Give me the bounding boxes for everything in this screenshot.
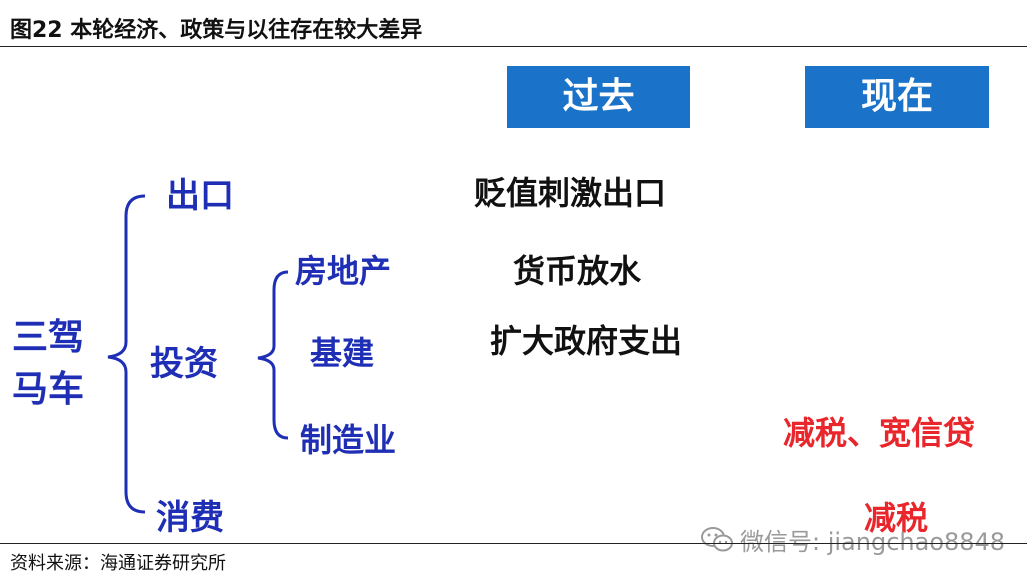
- node-investment: 投资: [150, 344, 218, 384]
- tree-root: 三驾 马车: [12, 312, 84, 416]
- watermark-text: 微信号: jiangchao8848: [740, 528, 1006, 556]
- wechat-icon: [701, 526, 733, 551]
- now-header: 现在: [805, 66, 989, 128]
- past-header: 过去: [507, 66, 690, 128]
- node-export: 出口: [166, 176, 234, 216]
- top-divider: [0, 46, 1027, 47]
- node-manufacturing: 制造业: [300, 421, 397, 459]
- wechat-watermark: 微信号: jiangchao8848: [700, 522, 1005, 557]
- node-real-estate: 房地产: [295, 252, 392, 290]
- node-consumption: 消费: [156, 498, 224, 538]
- node-infrastructure: 基建: [310, 334, 375, 372]
- now-consumption-policy: 减税: [864, 499, 929, 537]
- tree-root-line1: 三驾: [12, 317, 85, 358]
- main-bracket: [107, 194, 146, 514]
- past-infrastructure-policy: 扩大政府支出: [490, 322, 683, 360]
- tree-root-line2: 马车: [12, 369, 85, 410]
- figure-title: 图22 本轮经济、政策与以往存在较大差异: [10, 18, 423, 43]
- bottom-divider: [0, 543, 1027, 544]
- past-export-policy: 贬值刺激出口: [474, 174, 667, 212]
- source-note: 资料来源：海通证券研究所: [10, 553, 226, 574]
- investment-bracket: [257, 270, 289, 440]
- past-real-estate-policy: 货币放水: [513, 252, 642, 290]
- now-manufacturing-policy: 减税、宽信贷: [783, 414, 976, 452]
